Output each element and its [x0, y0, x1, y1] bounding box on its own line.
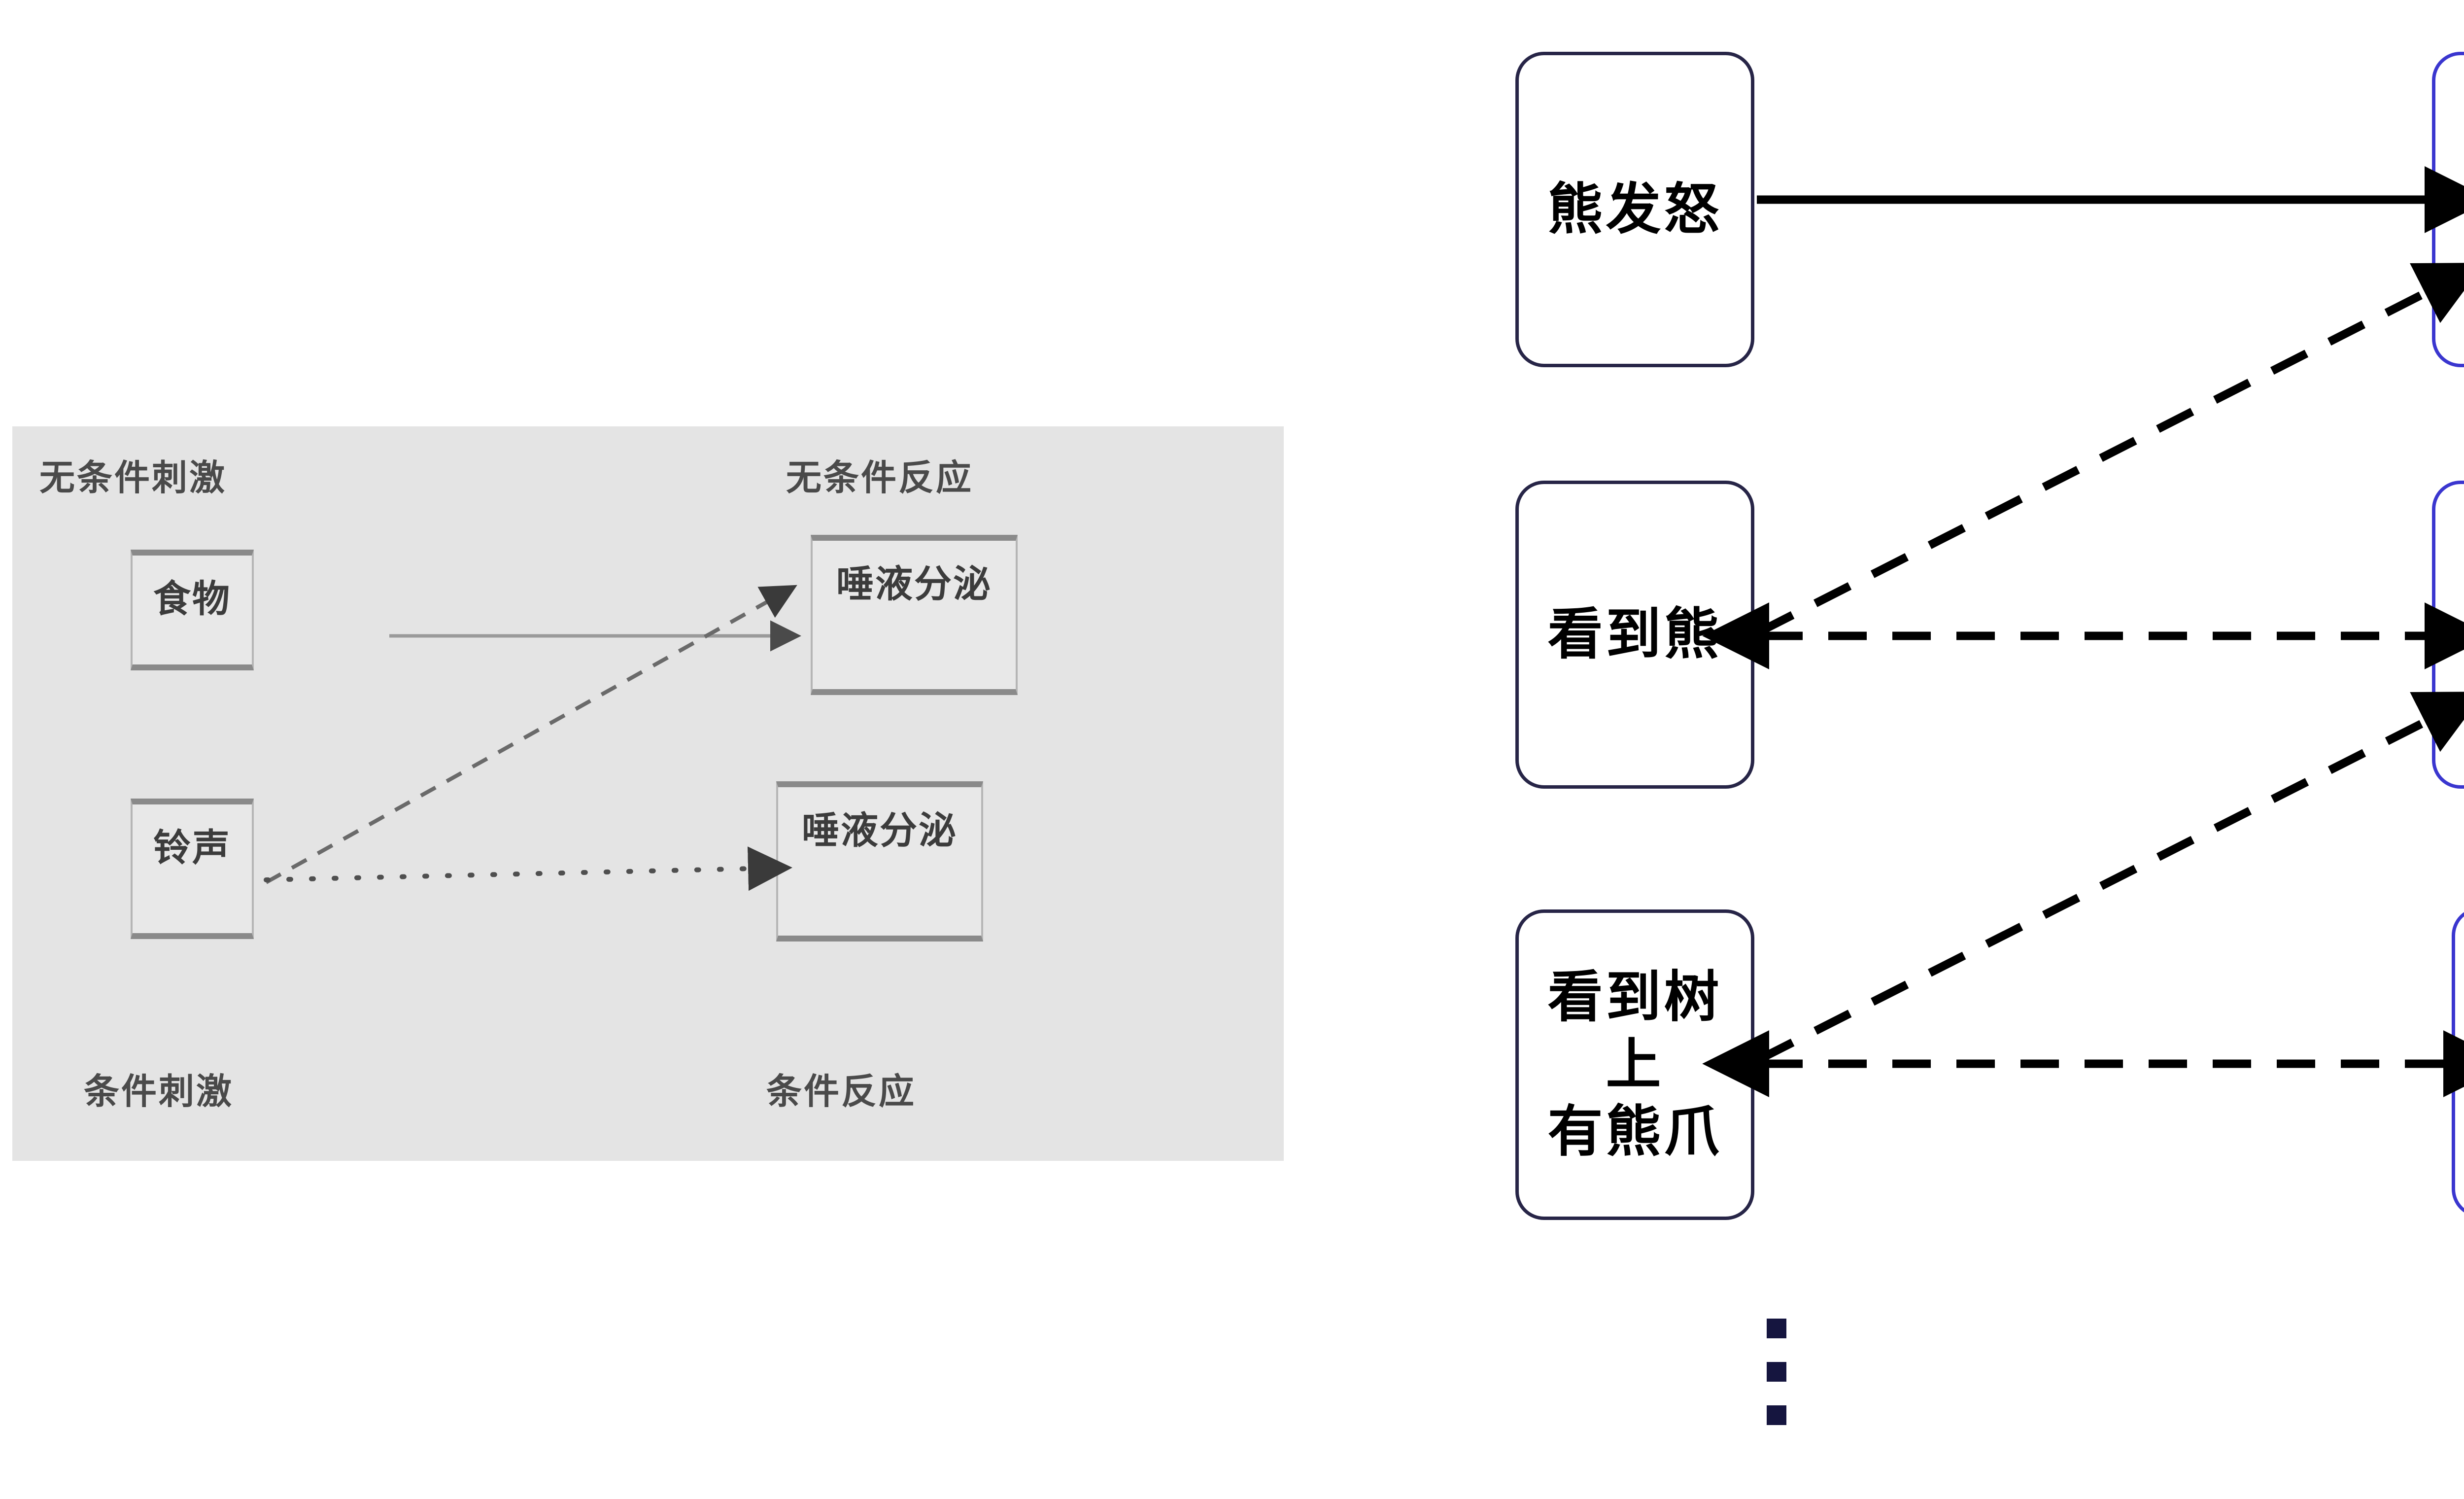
arrow-see-bear-to-reward	[1756, 262, 2464, 636]
ellipsis-dot	[1767, 1362, 1786, 1382]
node-value-s-prime[interactable]: V(s′)	[2432, 481, 2464, 789]
box-bell: 铃声	[131, 799, 254, 939]
node-bear-angry-label: 熊发怒	[1547, 178, 1722, 240]
node-see-bear[interactable]: 看到熊	[1515, 481, 1754, 789]
box-salivation-unconditioned: 唾液分泌	[811, 535, 1018, 695]
label-conditioned-response: 条件反应	[766, 1072, 917, 1112]
label-unconditioned-response: 无条件反应	[786, 458, 974, 498]
box-salivation-conditioned: 唾液分泌	[776, 781, 983, 941]
box-salivation-conditioned-label: 唾液分泌	[802, 810, 958, 852]
node-see-claw-label: 看到树上 有熊爪	[1547, 966, 1722, 1163]
ellipsis-dot	[1767, 1319, 1786, 1338]
label-unconditioned-stimulus: 无条件刺激	[39, 458, 227, 498]
node-see-bear-label: 看到熊	[1547, 603, 1722, 665]
box-food: 食物	[131, 550, 254, 670]
node-see-claw[interactable]: 看到树上 有熊爪	[1515, 909, 1754, 1220]
box-food-label: 食物	[153, 578, 231, 620]
box-bell-label: 铃声	[153, 827, 231, 869]
ellipsis-dot	[1767, 1405, 1786, 1425]
arrow-see-claw-to-value-s-prime	[1756, 692, 2464, 1064]
label-conditioned-stimulus: 条件刺激	[84, 1072, 234, 1112]
classical-conditioning-panel: 无条件刺激 无条件反应 条件刺激 条件反应 食物 铃声 唾液分泌 唾液分泌	[12, 426, 1284, 1161]
vertical-ellipsis-left	[1767, 1319, 1786, 1425]
box-salivation-unconditioned-label: 唾液分泌	[836, 563, 992, 605]
node-reward[interactable]: 奖励	[2432, 52, 2464, 367]
node-bear-angry[interactable]: 熊发怒	[1515, 52, 1754, 367]
node-value-s[interactable]: V(s)	[2452, 907, 2464, 1218]
